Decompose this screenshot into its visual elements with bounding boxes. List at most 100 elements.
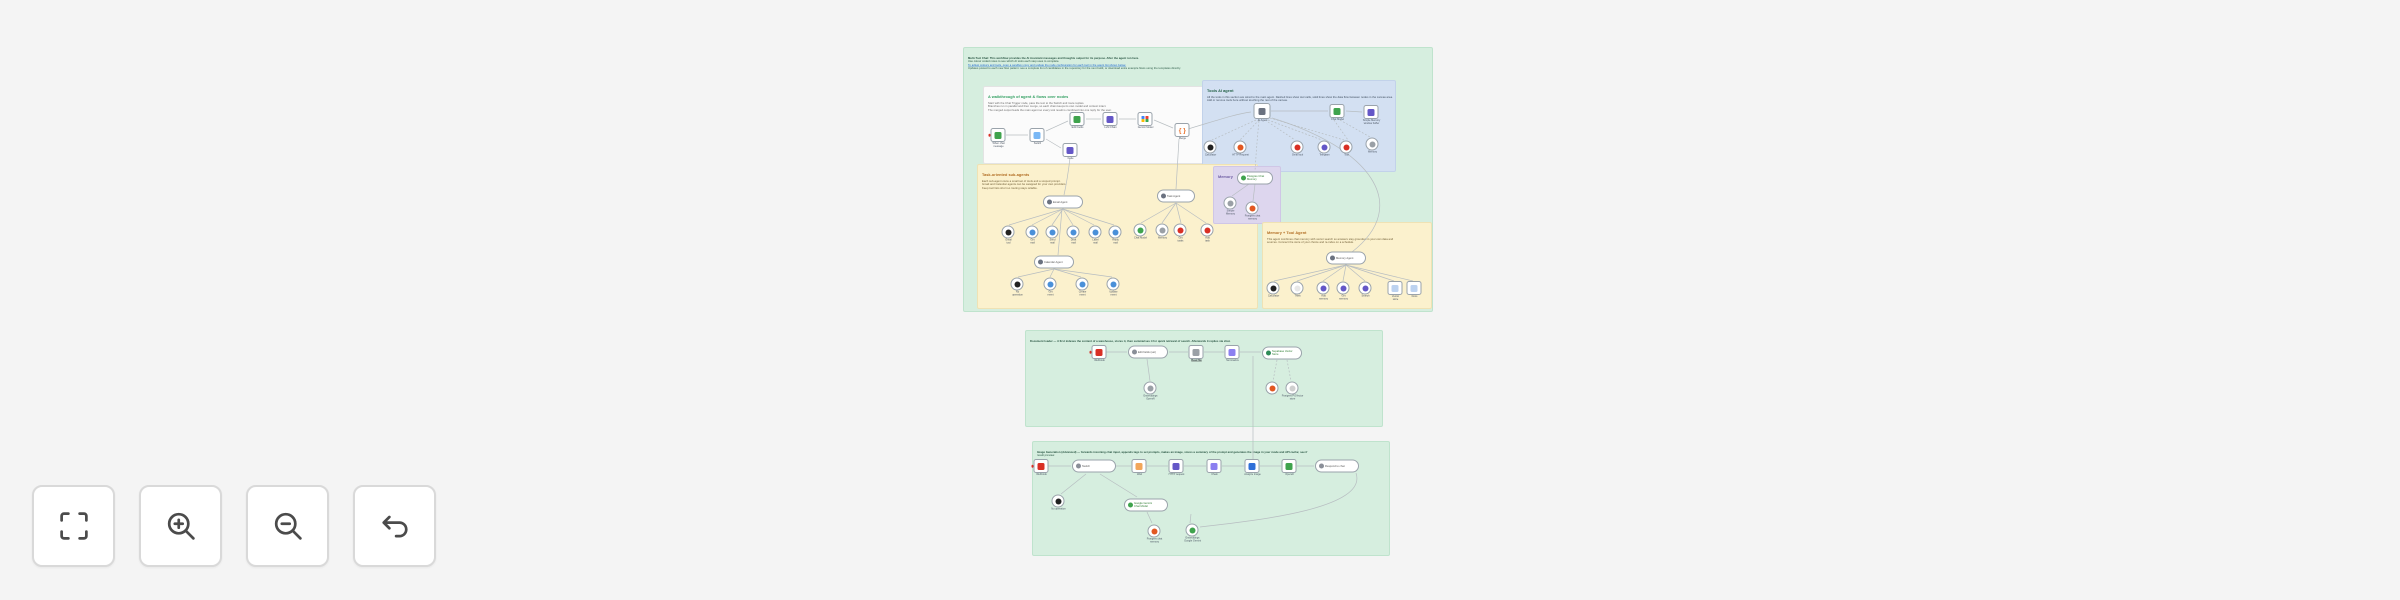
workflow-node[interactable]: Code [1062,143,1078,160]
workflow-node[interactable]: Webhook [1031,459,1049,476]
workflow-node[interactable]: Tool [1339,140,1353,156]
workflow-node[interactable]: Switch [1072,459,1116,473]
sticky-note-text: This agent combines chat memory with vec… [1267,237,1394,241]
node-icon [1210,462,1218,470]
workflow-node[interactable]: Chat Model [1329,104,1345,121]
workflow-node[interactable]: Docs [1406,281,1422,298]
node-icon [1321,144,1327,150]
workflow-node[interactable]: HTTP request [1168,459,1184,476]
sticky-note-text: Use colour coded notes to see which AI t… [968,60,1060,64]
workflow-node[interactable]: Postgres PGVector store [1281,381,1303,400]
node-icon [1367,108,1375,116]
workflow-node[interactable]: Memory Agent [1326,251,1366,265]
zoom-in-button[interactable] [139,485,222,567]
workflow-node[interactable]: HTTP Request [1232,140,1248,156]
node-icon [1172,462,1180,470]
workflow-node[interactable]: Embeddings Google Gemini [1184,523,1200,542]
workflow-node[interactable]: Calculator [1203,140,1217,156]
workflow-node[interactable]: Webhook [1089,345,1107,362]
workflow-node[interactable]: Memory [1365,137,1379,153]
node-icon [1092,229,1098,235]
undo-icon [381,515,408,538]
workflow-node[interactable]: Supabase Vector Store [1262,346,1302,360]
sticky-note-text: Document loader — it first indexes the c… [1030,339,1231,343]
workflow-node[interactable]: Get memory [1336,281,1350,300]
workflow-node[interactable]: Gmail tool [1001,225,1015,244]
node-icon [1265,350,1271,356]
workflow-node[interactable]: Label mail [1088,225,1102,244]
workflow-node[interactable]: Task Agent [1157,189,1195,203]
workflow-node[interactable]: Chat Model [1133,223,1147,239]
workflow-node[interactable]: Gmail tool [1290,140,1304,156]
node-icon [1029,229,1035,235]
workflow-node[interactable]: Calendar Agent [1034,255,1074,269]
workflow-node[interactable]: Switch [1029,128,1045,145]
merge-icon: { } [1178,125,1186,134]
workflow-node[interactable]: Respond to chat [1315,459,1359,473]
workflow-node[interactable]: OpenAI [1281,459,1297,476]
node-icon [1329,255,1335,261]
workflow-node[interactable]: AI Agent [1253,103,1271,122]
workflow-node[interactable]: Analyze image [1244,459,1260,476]
workflow-node[interactable]: No operation [1010,277,1024,296]
workflow-node[interactable]: No operation [1051,494,1065,510]
workflow-node[interactable]: LLM Chain [1102,112,1118,129]
workflow-node[interactable]: Read file [1188,345,1204,362]
workflow-node[interactable]: Chain [1206,459,1222,476]
fit-view-button[interactable] [32,485,115,567]
workflow-node[interactable]: Postgres chat memory [1244,201,1260,220]
workflow-node[interactable]: Gemini Model [1137,112,1153,129]
sticky-note-document-loader[interactable]: Document loader — it first indexes the c… [1025,330,1383,427]
workflow-node[interactable]: Postgres chat memory [1146,524,1162,543]
node-inline-label: Postgres Chat Memory [1247,174,1265,181]
workflow-node[interactable]: Get tasks [1173,223,1187,242]
workflow-node[interactable]: Think [1290,281,1304,297]
workflow-node[interactable]: Simple Memory window buffer [1362,105,1380,125]
workflow-node[interactable]: Reply mail [1108,225,1122,244]
workflow-node[interactable]: Wait [1131,459,1147,476]
node-icon [1227,200,1233,206]
workflow-node[interactable]: Get event [1043,277,1057,296]
workflow-node[interactable]: Add memory [1316,281,1330,300]
workflow-node[interactable]: Simple Memory [1223,196,1237,215]
trigger-indicator-icon [1031,464,1034,468]
node-icon [1258,107,1266,115]
workflow-node[interactable]: Create event [1075,277,1089,296]
workflow-node[interactable]: When chat message [988,128,1006,148]
workflow-node[interactable]: Get mail [1025,225,1039,244]
workflow-node[interactable]: Edit Fields [1069,112,1085,129]
workflow-node[interactable]: Summarize [1224,345,1240,362]
workflow-node[interactable]: Memory [1155,223,1169,239]
zoom-out-button[interactable] [246,485,329,567]
workflow-node[interactable]: Search [1358,281,1372,297]
node-icon [1320,285,1326,291]
workflow-node[interactable] [1265,381,1279,395]
node-icon [1137,227,1143,233]
node-icon [1070,229,1076,235]
workflow-node[interactable]: Edit fields (set) [1128,345,1168,359]
workflow-node[interactable]: Draft mail [1066,225,1080,244]
node-inline-label: Switch [1082,464,1090,468]
sticky-note-walkthrough[interactable]: A walkthrough of agent & flows over node… [983,86,1207,164]
undo-button[interactable] [353,485,436,567]
workflow-node[interactable]: Telegram [1317,140,1331,156]
node-icon [1228,348,1236,356]
node-icon [1049,229,1055,235]
workflow-node[interactable]: Vector store [1387,281,1403,301]
workflow-node[interactable]: Send mail [1045,225,1059,244]
workflow-node[interactable]: Add task [1200,223,1214,242]
workflow-node[interactable]: Embeddings OpenAI [1143,381,1157,400]
google-icon [1141,115,1149,123]
workflow-node[interactable]: { }Merge [1174,123,1190,140]
workflow-node[interactable]: Update event [1106,277,1120,296]
sticky-note-text: To adjust colours and tools, open a sand… [968,63,1127,67]
workflow-node[interactable]: Postgres Chat Memory [1237,171,1273,185]
node-icon [1066,146,1074,154]
workflow-node[interactable]: Calculator [1266,281,1280,297]
workflow-node[interactable]: Google Gemini Chat Model [1124,498,1168,512]
workflow-node[interactable]: Email Agent [1043,195,1083,209]
node-icon [1037,259,1043,265]
